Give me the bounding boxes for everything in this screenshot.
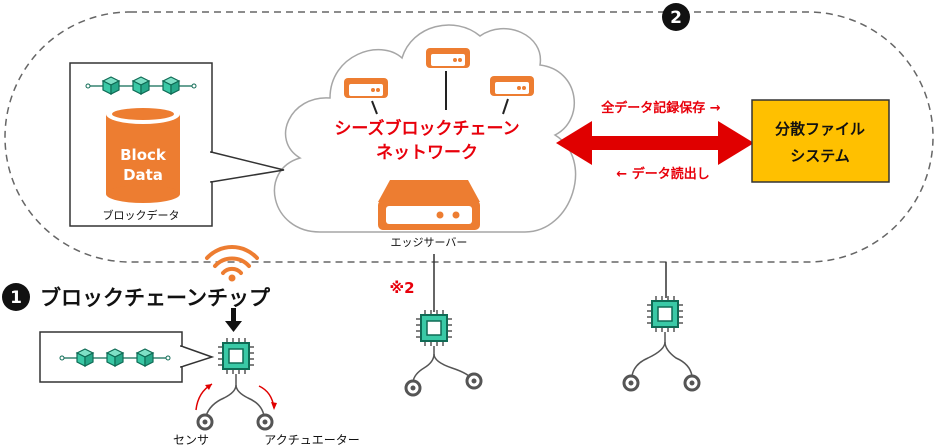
system-boundary (4, 11, 934, 263)
edge-chip-sensor-icon (404, 379, 422, 397)
badge-two: 2 (662, 3, 690, 31)
block-data-label-line1: Block (120, 146, 167, 164)
distributed-fs-label-line2: システム (790, 147, 850, 165)
server-right-icon (490, 76, 534, 96)
read-label: ← データ読出し (616, 166, 709, 182)
edge-chip-actuator-icon (465, 372, 483, 390)
right-chip-icon (646, 295, 684, 333)
blockchain-chip-icon (217, 337, 255, 375)
distributed-fs-label-line1: 分散ファイル (775, 120, 865, 138)
block-data-callout-pointer (210, 151, 285, 183)
chip-section-title: ブロックチェーンチップ (40, 286, 271, 310)
edge-server-label: エッジサーバー (391, 236, 468, 249)
actuator-flow-arrow (258, 385, 277, 410)
right-chip-sensor-icon (622, 374, 640, 392)
actuator-label: アクチュエーター (264, 433, 359, 447)
svg-text:2: 2 (670, 8, 682, 28)
badge-one: 1 (2, 283, 30, 311)
server-left-icon (344, 78, 388, 98)
down-arrow-icon (225, 308, 242, 332)
edge-server-icon (378, 180, 480, 230)
sensor-label: センサ (173, 433, 209, 447)
actuator-icon (256, 413, 274, 431)
svg-text:1: 1 (10, 288, 22, 308)
block-data-label-line2: Data (123, 166, 163, 184)
note-marker: ※2 (389, 279, 414, 297)
network-label-line2: ネットワーク (376, 143, 478, 163)
server-top-icon (426, 48, 470, 68)
right-chip-actuator-icon (683, 374, 701, 392)
sensor-icon (196, 413, 214, 431)
blockchain-chain-icon (85, 76, 197, 95)
chip-chain-callout-pointer (180, 344, 215, 369)
block-data-caption: ブロックデータ (103, 208, 180, 222)
database-cylinder-icon (106, 104, 180, 203)
edge-chip-icon (415, 309, 453, 347)
sync-double-arrow (556, 121, 754, 165)
chip-blockchain-chain-icon (59, 348, 171, 367)
network-label-line1: シーズブロックチェーン (334, 118, 519, 139)
save-all-label: 全データ記録保存 → (600, 100, 721, 116)
wifi-icon (205, 245, 259, 275)
sensor-flow-arrow (195, 383, 213, 411)
distributed-fs-box (751, 99, 890, 183)
